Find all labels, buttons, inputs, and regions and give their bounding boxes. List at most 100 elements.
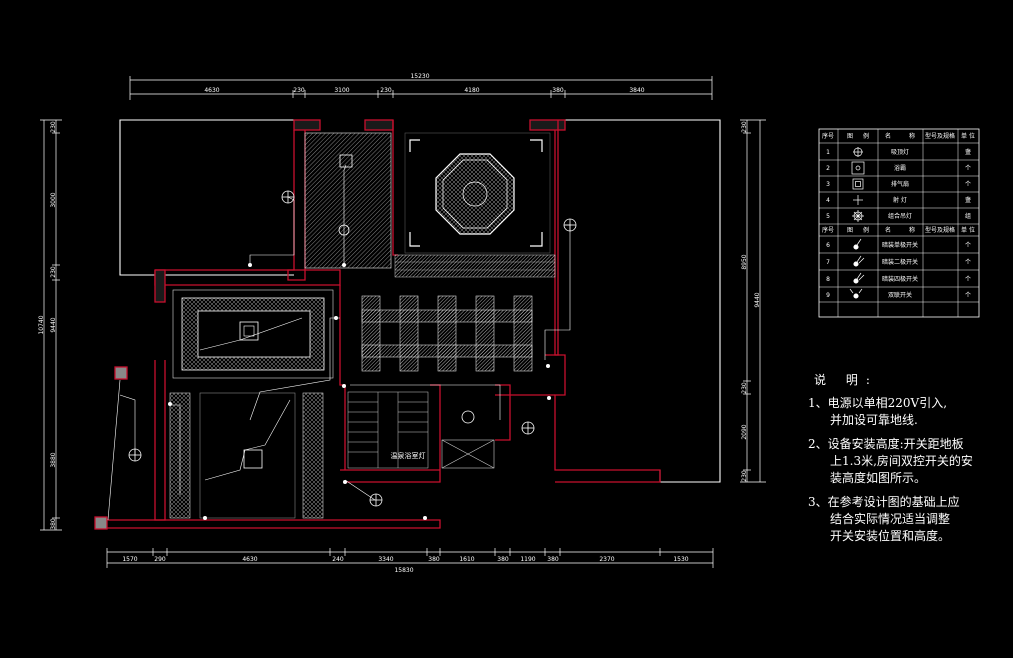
dim-left-seg: 3880 [50,452,57,467]
design-notes: 说 明: 1、电源以单相220V引入, 并加设可靠地线. 2、设备安装高度:开关… [808,372,1008,552]
bath-heater-icon [851,161,865,175]
dim-right-seg: 2090 [741,424,748,439]
svg-text:暗装二极开关: 暗装二极开关 [882,258,918,266]
note-line: 上1.3米,房间双控开关的安 [830,454,973,468]
dim-bottom-seg: 290 [154,556,166,563]
svg-text:6: 6 [826,242,830,249]
svg-text:5: 5 [826,213,830,220]
column-block [94,516,108,530]
dimension-bottom [106,548,714,568]
dim-bottom-seg: 240 [332,556,344,563]
two-way-switch-icon [849,288,863,299]
dim-bottom-seg: 3340 [378,556,393,563]
svg-text:个: 个 [965,165,971,172]
left-lower-room [169,392,324,519]
left-room-ceiling [172,289,334,379]
fixtures [128,190,577,507]
legend-header: 名 [885,132,891,140]
dim-top-total: 15230 [410,73,429,80]
dim-left-total: 10740 [38,315,45,334]
svg-text:盏: 盏 [965,196,971,204]
note-line: 装高度如图所示。 [830,471,927,485]
svg-text:个: 个 [965,259,971,266]
stair-band [394,254,556,278]
note-line: 3、在参考设计图的基础上应 [808,495,960,509]
hatched-bathroom-ceiling [304,132,392,269]
dim-bottom-seg: 1530 [673,556,688,563]
quad-switch-icon [853,272,865,284]
legend-header: 序号 [822,132,834,140]
switch-markers [168,263,551,520]
dim-top-seg: 380 [552,87,564,94]
note-line: 2、设备安装高度:开关距地板 [808,437,964,451]
dim-right-seg: 230 [741,382,748,394]
svg-text:1: 1 [826,149,830,156]
double-switch-icon [853,255,865,267]
dim-right-total: 8950 [741,254,748,269]
svg-text:组合吊灯: 组合吊灯 [888,212,912,220]
dim-left-seg: 3000 [50,192,57,207]
exhaust-fan-icon [852,178,864,190]
legend-symbols [849,147,865,299]
dim-top-seg: 3100 [334,87,349,94]
legend-table [818,128,980,318]
dimension-left [40,119,62,531]
dim-top-seg: 3840 [629,87,644,94]
legend-text: 序号 图 例 名 称 型号及规格 单 位 1 吸顶灯 盏 2 浴霸 个 3 排气… [822,132,975,299]
ceiling-light-icon [853,147,863,157]
dimension-top [129,76,713,100]
octagon-ceiling [404,132,551,254]
ceiling-light-icon [461,410,475,424]
legend-header: 型号及规格 [925,226,955,234]
note-item: 2、设备安装高度:开关距地板 上1.3米,房间双控开关的安 装高度如图所示。 [808,436,1008,487]
svg-text:8: 8 [826,276,830,283]
svg-text:个: 个 [965,242,971,249]
dim-bottom-seg: 2370 [599,556,614,563]
note-line: 1、电源以单相220V引入, [808,396,948,410]
dim-bottom-seg: 4630 [242,556,257,563]
note-line: 开关安装位置和高度。 [830,529,951,543]
dim-top-seg: 4630 [204,87,219,94]
dim-bottom-seg: 380 [547,556,559,563]
svg-text:7: 7 [826,259,830,266]
legend-header: 图 [847,227,853,234]
svg-text:组: 组 [965,212,971,220]
svg-text:9: 9 [826,292,830,299]
dim-bottom-seg: 1610 [459,556,474,563]
dim-top-seg: 230 [380,87,392,94]
column-block [114,366,128,380]
dim-right-seg: 230 [741,121,748,133]
svg-text:2: 2 [826,165,830,172]
bath-heater-icon [239,321,259,341]
dim-bottom-total: 15830 [394,567,413,574]
room-label: 温泉浴室灯 [391,451,426,460]
svg-text:浴霸: 浴霸 [894,164,906,172]
single-switch-icon [853,238,862,250]
dim-left-seg: 380 [50,518,57,530]
exhaust-fan-icon [339,154,353,168]
legend-header: 例 [863,132,869,140]
svg-text:个: 个 [965,292,971,299]
void-cross [441,439,495,469]
svg-text:排气扇: 排气扇 [891,180,909,188]
legend-header: 型号及规格 [925,132,955,140]
dining-ceiling-bars [361,295,533,372]
dim-top-seg: 230 [293,87,305,94]
svg-text:双联开关: 双联开关 [888,291,912,299]
svg-text:3: 3 [826,181,830,188]
staircase [347,391,429,469]
bath-heater-icon [243,449,263,469]
dim-bottom-seg: 1190 [520,556,535,563]
svg-text:暗装四极开关: 暗装四极开关 [882,275,918,283]
svg-text:吸顶灯: 吸顶灯 [891,148,909,156]
svg-text:4: 4 [826,197,830,204]
dimension-right [740,119,766,483]
legend-header: 例 [863,226,869,234]
dim-bottom-seg: 380 [428,556,440,563]
dim-bottom-seg: 380 [497,556,509,563]
note-item: 3、在参考设计图的基础上应 结合实际情况适当调整 开关安装位置和高度。 [808,494,1008,545]
chandelier-icon [462,181,488,207]
legend-header: 称 [909,132,915,140]
